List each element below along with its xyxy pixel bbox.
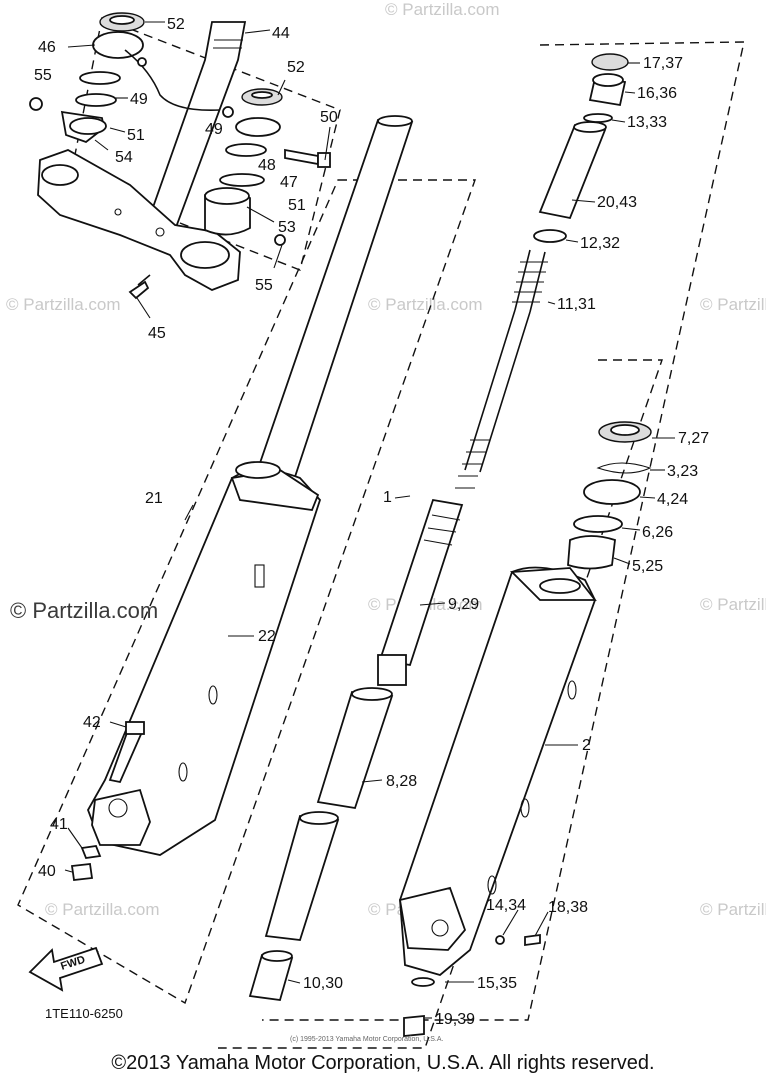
part-labels: 52 44 46 55 49 52 50 51 54 49 48 47 51 5…: [34, 16, 709, 1028]
part-label: 55: [255, 277, 273, 294]
part-label: 53: [278, 219, 296, 236]
part-label: 49: [205, 121, 223, 138]
copyright-footer: ©2013 Yamaha Motor Corporation, U.S.A. A…: [111, 1052, 655, 1074]
part-label: 41: [50, 816, 68, 833]
part-label: 3,23: [667, 463, 698, 480]
watermark-large: © Partzilla.com: [10, 598, 158, 623]
part-label: 54: [115, 149, 133, 166]
part-label: 5,25: [632, 558, 663, 575]
part-label: 49: [130, 91, 148, 108]
part-label: 42: [83, 714, 101, 731]
watermark: © Partzilla.com: [45, 900, 160, 919]
part-label: 14,34: [486, 897, 526, 914]
part-label: 21: [145, 490, 163, 507]
part-label: 16,36: [637, 85, 677, 102]
part-label: 44: [272, 25, 290, 42]
part-label: 9,29: [448, 596, 479, 613]
watermark: © Partzilla.com: [700, 295, 766, 314]
part-label: 52: [167, 16, 185, 33]
steering-stem-assembly: [29, 12, 331, 300]
part-label: 8,28: [386, 773, 417, 790]
small-copyright: (c) 1995-2013 Yamaha Motor Corporation, …: [290, 1036, 443, 1043]
part-label: 46: [38, 39, 56, 56]
part-label: 19,39: [435, 1011, 475, 1028]
part-label: 10,30: [303, 975, 343, 992]
part-label: 55: [34, 67, 52, 84]
part-label: 52: [287, 59, 305, 76]
part-label: 11,31: [557, 296, 596, 313]
part-label: 1: [383, 489, 392, 506]
part-label: 18,38: [548, 899, 588, 916]
watermark: © Partzilla.com: [368, 295, 483, 314]
watermark: © Partzilla.com: [700, 900, 766, 919]
part-label: 4,24: [657, 491, 688, 508]
watermark: © Partzilla.com: [385, 0, 500, 19]
part-label: 12,32: [580, 235, 620, 252]
fork-internals: [248, 53, 629, 1001]
part-label: 7,27: [678, 430, 709, 447]
part-label: 13,33: [627, 114, 667, 131]
part-label: 15,35: [477, 975, 517, 992]
part-label: 48: [258, 157, 276, 174]
leader-lines: [64, 21, 675, 1019]
part-label: 2: [582, 737, 591, 754]
watermark: © Partzilla.com: [6, 295, 121, 314]
right-fork-assembly: [398, 421, 652, 1037]
forward-arrow: FWD: [28, 946, 104, 992]
part-label: 17,37: [643, 55, 683, 72]
part-label: 40: [38, 863, 56, 880]
part-label: 50: [320, 109, 338, 126]
part-label: 6,26: [642, 524, 673, 541]
part-label: 20,43: [597, 194, 637, 211]
watermark: © Partzilla.com: [700, 595, 766, 614]
part-label: 45: [148, 325, 166, 342]
left-fork-assembly: [70, 115, 414, 881]
diagram-code: 1TE110-6250: [45, 1006, 123, 1021]
part-label: 51: [288, 197, 306, 214]
part-label: 22: [258, 628, 276, 645]
part-label: 51: [127, 127, 145, 144]
part-label: 47: [280, 174, 298, 191]
